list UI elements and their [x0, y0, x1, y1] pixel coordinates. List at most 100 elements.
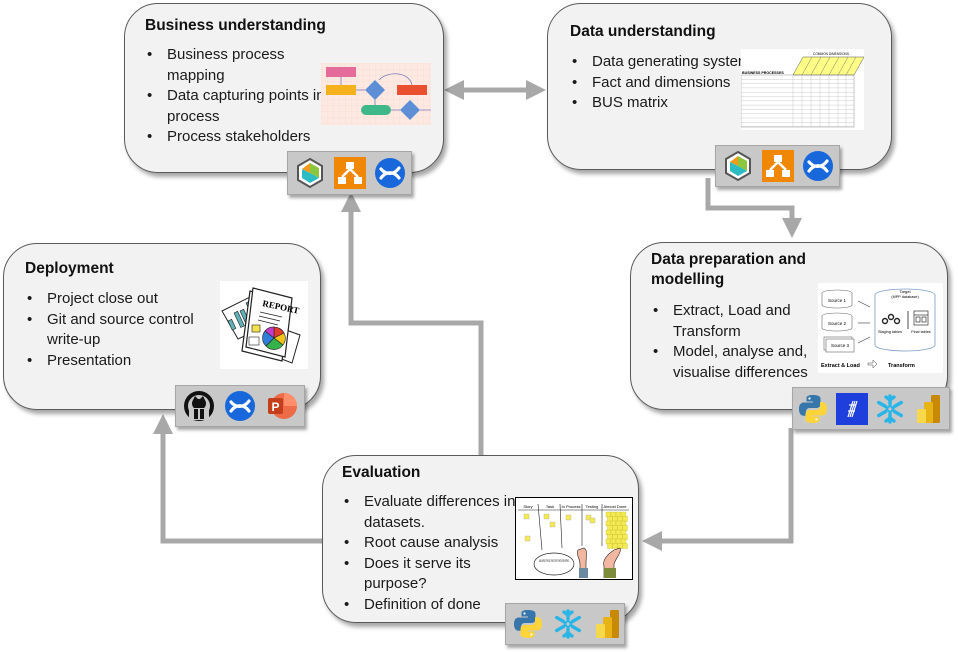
cartoon-people — [577, 547, 621, 579]
tool-bar-data-preparation — [792, 387, 950, 430]
bullet-item: Project close out — [25, 289, 195, 310]
bullet-item: Evaluate differences in datasets. — [342, 492, 522, 533]
tool-bar-deployment: P — [175, 385, 305, 427]
snowflake-icon — [874, 392, 907, 426]
bullet-item: Business process mapping — [145, 45, 325, 86]
sticky-note — [620, 538, 627, 545]
sticky-note — [610, 511, 617, 518]
bullet-list: Evaluate differences in datasets. Root c… — [342, 492, 522, 615]
sticky-note — [605, 529, 612, 536]
sticky-note — [620, 511, 627, 518]
bullet-item: Model, analyse and, visualise difference… — [651, 342, 831, 383]
bullet-item: Root cause analysis — [342, 533, 522, 554]
confluence-icon — [802, 149, 834, 183]
pie-chart-icon — [262, 326, 286, 350]
bullet-item: Presentation — [25, 351, 195, 372]
elt-source-3: Source 3 — [831, 343, 850, 348]
bullet-list: Project close out Git and source control… — [25, 289, 195, 371]
elt-final: Final tables — [911, 330, 931, 334]
elt-source-1: Source 1 — [828, 298, 847, 303]
sticky-note — [615, 520, 622, 527]
tool-bar-business — [287, 151, 412, 195]
sticky-note — [612, 534, 618, 540]
bullet-item: BUS matrix — [570, 93, 760, 114]
sticky-note — [612, 543, 618, 549]
flowchart-app-icon — [334, 156, 366, 190]
sticky-note — [622, 516, 628, 522]
cartoon-speech: AND WE'VE TRIPLED THE STORY POINTS PER S… — [539, 559, 569, 563]
sticky-note — [612, 516, 618, 522]
sticky-note — [607, 543, 613, 549]
flowchart-app-icon — [762, 149, 794, 183]
sticky-note — [615, 511, 622, 518]
stage-title: Business understanding — [145, 17, 326, 34]
stage-data-preparation: Data preparation and modelling Extract, … — [630, 242, 948, 410]
sticky-note — [607, 525, 613, 531]
sticky-note — [617, 516, 623, 522]
stage-business-understanding: Business understanding Business process … — [124, 3, 444, 173]
elt-diagram-thumbnail: Source 1 Source 2 Source 3 Target (MPP d… — [818, 283, 943, 373]
bullet-list: Data generating systems Fact and dimensi… — [570, 52, 760, 114]
sticky-note — [617, 534, 623, 540]
kanban-cartoon-thumbnail: Story Task In Process Testing Almost Done AN… — [515, 497, 633, 580]
bullet-item: Git and source control write-up — [25, 310, 195, 351]
elt-source-2: Source 2 — [828, 321, 847, 326]
power-bi-icon — [913, 392, 946, 426]
connector-evaluation-business — [341, 192, 484, 455]
kanban-column-header: Task — [546, 504, 554, 509]
hexagon-logo-icon — [722, 149, 754, 183]
sticky-note — [620, 520, 627, 527]
bus-matrix-thumbnail: BUSINESS PROCESSES COMMON DIMENSIONS — [741, 49, 864, 130]
connector-prep-evaluation — [642, 428, 794, 551]
confluence-icon — [374, 156, 406, 190]
sticky-note — [607, 516, 613, 522]
bullet-item: Data capturing points in process — [145, 86, 325, 127]
sticky-note — [612, 525, 618, 531]
elt-target-sub: (MPP database) — [891, 295, 919, 299]
stage-title: Data preparation and modelling — [651, 251, 807, 288]
bus-matrix-row-header: BUSINESS PROCESSES — [742, 71, 784, 75]
sticky-note — [615, 538, 622, 545]
snowflake-icon — [552, 607, 584, 641]
process-flow-thumbnail — [321, 63, 431, 125]
kanban-column-header: Almost Done — [604, 504, 628, 509]
kanban-column-header: Story — [523, 504, 532, 509]
stage-evaluation: Evaluation Evaluate differences in datas… — [322, 455, 639, 623]
kanban-column-header: Testing — [586, 504, 599, 509]
powerpoint-icon: P — [265, 389, 298, 423]
tool-bar-evaluation — [505, 603, 625, 645]
python-icon — [512, 607, 544, 641]
gears-icon — [881, 313, 901, 325]
sticky-note — [605, 520, 612, 527]
sticky-note — [622, 534, 628, 540]
sticky-note — [605, 538, 612, 545]
kanban-column-header: In Process — [562, 504, 581, 509]
table-icon — [913, 310, 929, 326]
python-icon — [797, 392, 830, 426]
hexagon-logo-icon — [294, 156, 326, 190]
tool-bar-data-understanding — [715, 145, 840, 187]
power-bi-icon — [592, 607, 624, 641]
bullet-item: Fact and dimensions — [570, 73, 760, 94]
sticky-note — [622, 525, 628, 531]
bullet-item: Data generating systems — [570, 52, 760, 73]
bullet-item: Process stakeholders — [145, 127, 325, 148]
elt-extract-load: Extract & Load — [821, 363, 860, 369]
bullet-list: Extract, Load and Transform Model, analy… — [651, 301, 831, 383]
sticky-note — [622, 543, 628, 549]
elt-transform: Transform — [888, 363, 915, 369]
sticky-note — [610, 538, 617, 545]
github-icon — [182, 389, 215, 423]
bullet-item: Definition of done — [342, 595, 522, 616]
bullet-item: Extract, Load and Transform — [651, 301, 831, 342]
connector-evaluation-deployment — [153, 414, 322, 544]
sticky-note — [605, 511, 612, 518]
stage-title: Evaluation — [342, 464, 421, 481]
sticky-note — [610, 520, 617, 527]
report-illustration: REPORT — [220, 281, 308, 369]
confluence-icon — [223, 389, 256, 423]
dbt-like-icon — [835, 392, 869, 426]
bus-matrix-header: COMMON DIMENSIONS — [813, 52, 849, 56]
elt-target: Target — [899, 289, 911, 294]
bullet-list: Business process mapping Data capturing … — [145, 45, 325, 148]
